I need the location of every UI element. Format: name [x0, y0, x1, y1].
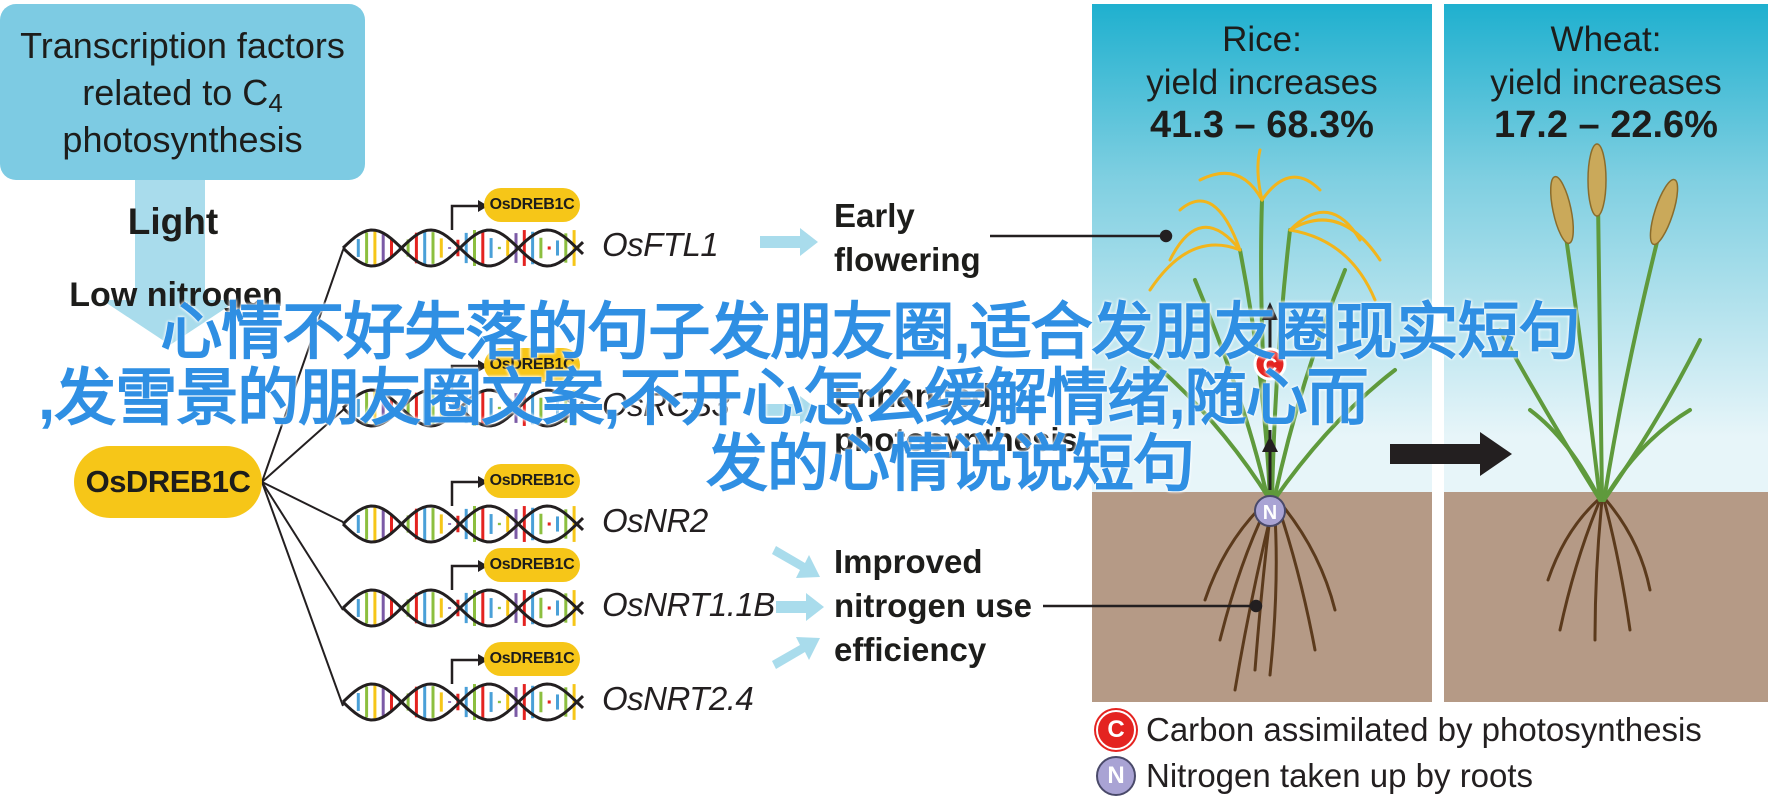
header-line-2-text: related to C: [82, 71, 269, 113]
legend-carbon-text: Carbon assimilated by photosynthesis: [1146, 711, 1702, 748]
effect-photosynthesis-line-1: Enhanced: [834, 377, 992, 414]
header-line-1: Transcription factors: [20, 24, 345, 66]
target-gene-label-0: OsFTL1: [602, 226, 719, 263]
dna-helix-1: [341, 360, 585, 428]
effect-photosynthesis-line-2: photosynthesis: [834, 421, 1078, 458]
dna-helix-0: [341, 200, 585, 268]
target-gene-label-3: OsNRT1.1B: [602, 586, 775, 623]
legend-nitrogen: N Nitrogen taken up by roots: [1096, 756, 1702, 796]
promoter-pill-2: OsDREB1C: [484, 464, 580, 498]
carbon-marker-label: C: [1263, 355, 1277, 377]
condition-low-nitrogen: Low nitrogen: [69, 276, 283, 314]
target-gene-label-2: OsNR2: [602, 502, 708, 539]
dna-helix-2: [341, 476, 585, 544]
dna-helix-group: [341, 200, 585, 722]
header-line-3: photosynthesis: [62, 118, 303, 160]
rice-crop-label: Rice:: [1222, 20, 1302, 59]
wheat-yield-label: yield increases: [1490, 63, 1722, 102]
rice-to-wheat-arrow: [1390, 432, 1512, 476]
dna-helix-4: [341, 654, 585, 722]
effect-nitrogen-line-3: efficiency: [834, 631, 987, 668]
flow-arrow: [102, 178, 238, 345]
rice-panel-title: Rice: yield increases 41.3 – 68.3%: [1092, 18, 1432, 147]
overlay-headline: 心情不好失落的句子发朋友圈,适合发朋友圈现实短句 ,发雪景的朋友圈文案,不开心怎…: [20, 300, 1720, 498]
effect-nitrogen-line-2: nitrogen use: [834, 587, 1033, 624]
leader-lines: [990, 229, 1263, 613]
effect-early-flowering: Early flowering: [834, 194, 981, 282]
arrow-nitrogen-mid: [776, 593, 824, 621]
legend: C Carbon assimilated by photosynthesis N…: [1096, 710, 1702, 796]
effect-flowering-line-2: flowering: [834, 241, 981, 278]
header-line-2: related to C4: [82, 69, 283, 116]
hub-gene-osdreb1c: OsDREB1C: [74, 446, 262, 518]
carbon-badge-icon: C: [1096, 710, 1136, 750]
effect-improved-nitrogen: Improved nitrogen use efficiency: [834, 540, 1032, 672]
transcription-factor-header: Transcription factors related to C4 phot…: [0, 4, 365, 180]
wheat-panel-title: Wheat: yield increases 17.2 – 22.6%: [1436, 18, 1768, 147]
wheat-yield-range: 17.2 – 22.6%: [1436, 104, 1768, 147]
rice-panel: C N: [1092, 4, 1432, 702]
arrow-to-flowering: [760, 228, 818, 256]
hub-connector-lines: [261, 249, 344, 707]
arrow-nitrogen-down: [772, 637, 820, 669]
arrow-nitrogen-up: [772, 546, 820, 578]
dna-helix-3: [341, 560, 585, 628]
rice-yield-label: yield increases: [1146, 63, 1378, 102]
carbon-marker: [1253, 347, 1287, 381]
wheat-yield-range-value: 17.2 – 22.6%: [1494, 104, 1718, 146]
target-gene-label-1: OsRCS3: [602, 386, 730, 423]
effect-flowering-line-1: Early: [834, 197, 915, 234]
promoter-pill-4: OsDREB1C: [484, 642, 580, 676]
target-gene-label-4: OsNRT2.4: [602, 680, 754, 717]
effect-nitrogen-line-1: Improved: [834, 543, 983, 580]
overlay-line-1: 心情不好失落的句子发朋友圈,适合发朋友圈现实短句: [160, 298, 1580, 367]
rice-yield-range-value: 41.3 – 68.3%: [1150, 104, 1374, 146]
rice-yield-range: 41.3 – 68.3%: [1092, 104, 1432, 147]
nitrogen-marker-label: N: [1263, 502, 1277, 524]
header-subscript: 4: [268, 87, 283, 118]
nitrogen-marker: [1254, 495, 1286, 527]
wheat-panel: [1444, 4, 1768, 702]
overlay-line-2: ,发雪景的朋友圈文案,不开心怎么缓解情绪,随心而: [38, 364, 1369, 433]
effect-arrows: [760, 228, 824, 669]
legend-nitrogen-text: Nitrogen taken up by roots: [1146, 757, 1534, 794]
promoter-pill-3: OsDREB1C: [484, 548, 580, 582]
promoter-pill-1: OsDREB1C: [484, 348, 580, 382]
overlay-line-3: 发的心情说说短句: [705, 430, 1195, 499]
wheat-crop-label: Wheat:: [1550, 20, 1662, 59]
promoter-pill-0: OsDREB1C: [484, 188, 580, 222]
arrow-to-photosynthesis: [760, 396, 818, 424]
effect-enhanced-photosynthesis: Enhanced photosynthesis: [834, 374, 1078, 462]
nitrogen-badge-icon: N: [1096, 756, 1136, 796]
condition-light: Light: [127, 201, 219, 242]
legend-carbon: C Carbon assimilated by photosynthesis: [1096, 710, 1702, 750]
